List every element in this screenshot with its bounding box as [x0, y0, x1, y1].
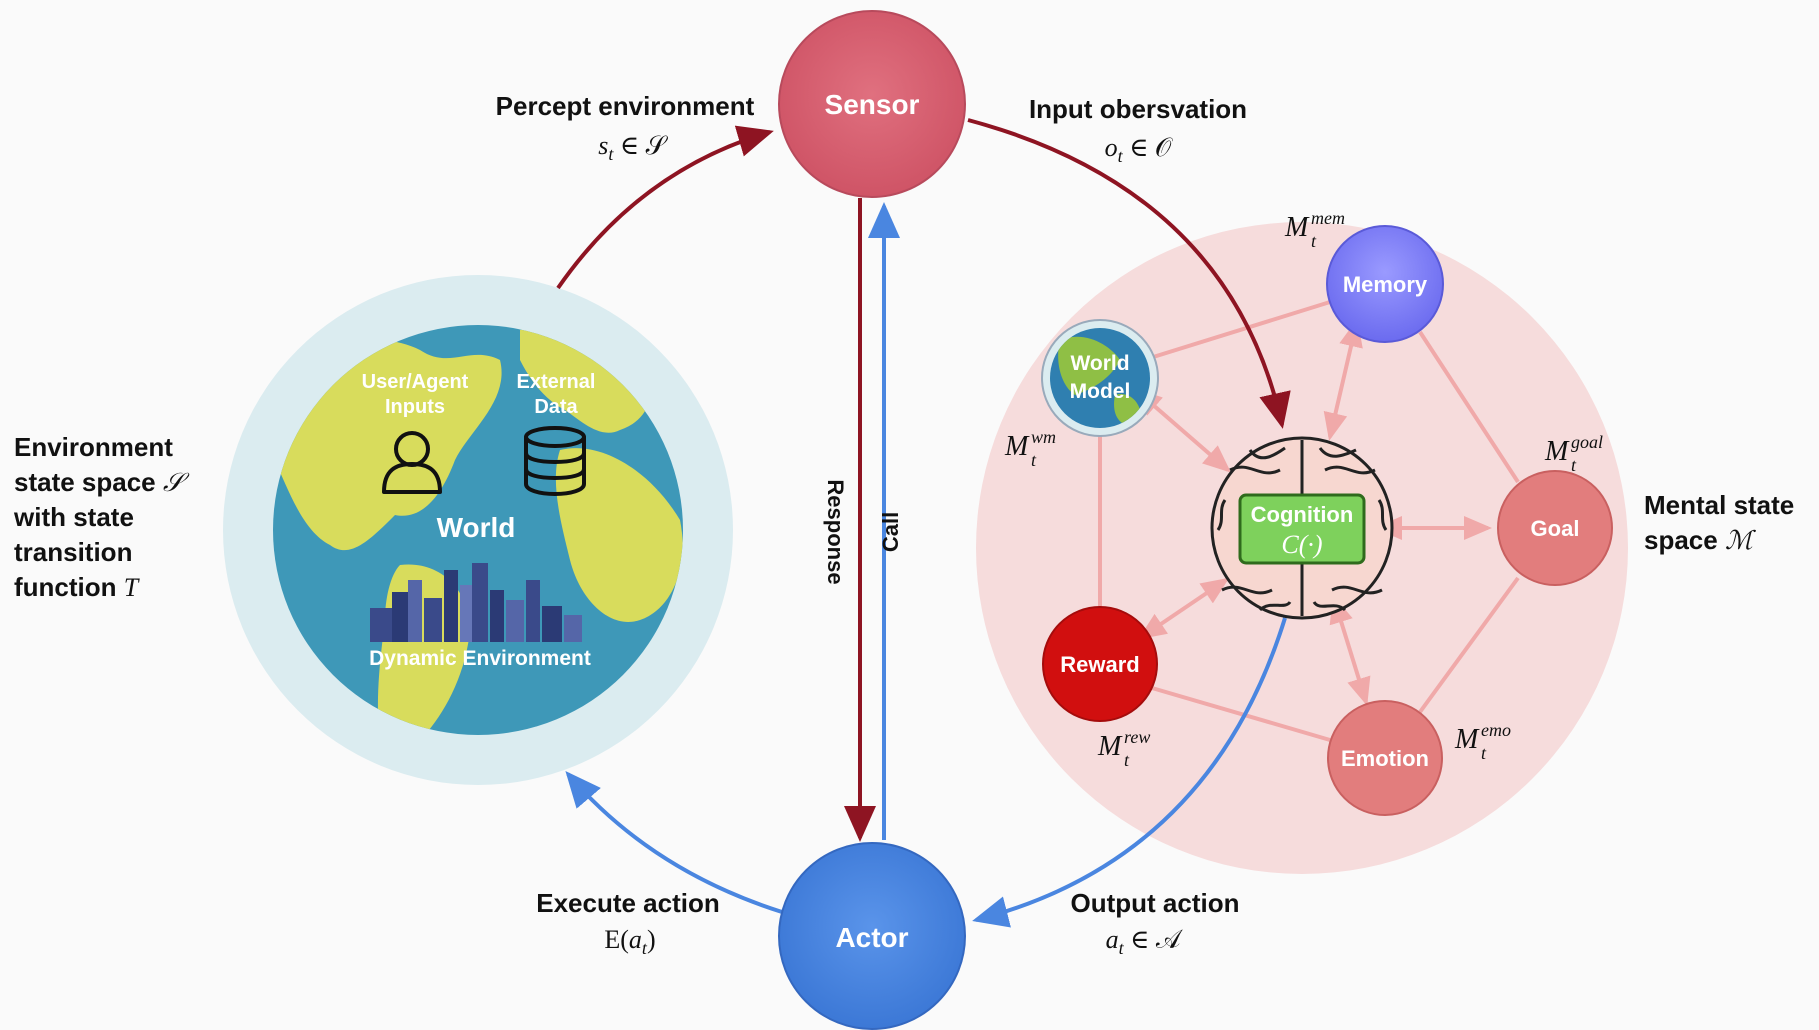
cognition-node: Cognition C(·)	[1210, 436, 1394, 620]
connector-wm-cognition	[1133, 388, 1232, 473]
arrow-output-action	[972, 617, 1287, 928]
flow-arrows	[556, 118, 1291, 928]
mental-connectors	[1098, 300, 1520, 742]
person-icon	[382, 431, 442, 494]
goal-node: Goal	[1497, 470, 1613, 586]
response-label: Response	[823, 479, 848, 584]
env-line-2: state space 𝒮	[14, 467, 190, 497]
world-dynamic-label: Dynamic Environment	[369, 647, 591, 670]
output-math: at ∈ 𝒜	[1106, 925, 1183, 958]
env-line-5: function T	[14, 572, 140, 602]
sensor-label: Sensor	[825, 89, 920, 120]
svg-text:t: t	[1481, 743, 1487, 763]
emotion-node: Emotion	[1327, 700, 1443, 816]
world-model-node: World Model	[1041, 319, 1159, 437]
arrow-execute-action	[565, 770, 783, 914]
connector-reward-cognition	[1138, 577, 1230, 640]
symbol-mem: M mem t	[1284, 208, 1345, 251]
svg-text:t: t	[1571, 455, 1577, 475]
symbol-rew: M rew t	[1097, 727, 1150, 770]
world-data-label-2: Data	[534, 396, 578, 418]
env-line-3: with state	[13, 502, 134, 532]
call-label: Call	[878, 512, 903, 552]
output-title: Output action	[1071, 888, 1240, 918]
world-data-label-1: External	[517, 371, 596, 393]
reward-label: Reward	[1060, 652, 1139, 677]
memory-node: Memory	[1326, 225, 1444, 343]
environment-description: Environment state space 𝒮 with state tra…	[13, 432, 190, 602]
database-icon	[524, 426, 586, 497]
svg-text:t: t	[1311, 231, 1317, 251]
cognition-label: Cognition	[1251, 502, 1354, 527]
symbol-wm: M wm t	[1004, 427, 1056, 470]
svg-text:wm: wm	[1031, 427, 1056, 447]
actor-label: Actor	[835, 922, 908, 953]
cognition-box	[1238, 493, 1366, 565]
svg-text:M: M	[1454, 724, 1480, 755]
connector-wm-memory	[1149, 300, 1331, 360]
mental-description: Mental state space ℳ	[1644, 490, 1794, 555]
svg-text:emo: emo	[1481, 720, 1511, 740]
connector-goal-emotion	[1418, 576, 1520, 714]
svg-text:mem: mem	[1311, 208, 1345, 228]
actor-node: Actor	[778, 842, 966, 1030]
world-title: World	[437, 512, 516, 543]
connector-reward-emotion	[1151, 686, 1331, 742]
world-model-label-2: Model	[1070, 380, 1131, 403]
symbol-goal: M goal t	[1544, 432, 1603, 475]
world-inputs-label-2: Inputs	[385, 396, 445, 418]
svg-text:M: M	[1097, 731, 1123, 762]
connector-cognition-emotion	[1329, 595, 1371, 706]
connector-memory-goal	[1418, 330, 1520, 484]
svg-text:M: M	[1284, 212, 1310, 243]
sensor-node: Sensor	[778, 10, 966, 198]
connector-memory-cognition	[1323, 318, 1363, 441]
city-skyline-icon	[370, 563, 582, 642]
symbol-emo: M emo t	[1454, 720, 1511, 763]
svg-text:goal: goal	[1571, 432, 1603, 452]
world-globe: User/Agent Inputs External Data World Dy…	[223, 275, 733, 785]
env-line-1: Environment	[14, 432, 173, 462]
memory-label: Memory	[1343, 272, 1428, 297]
world-inputs-label-1: User/Agent	[362, 371, 469, 393]
arrow-input-observation	[967, 118, 1291, 429]
mental-line-2: space ℳ	[1644, 525, 1756, 555]
percept-math: st ∈ 𝒮	[598, 131, 668, 164]
input-title: Input obersvation	[1029, 94, 1247, 124]
svg-text:M: M	[1004, 431, 1030, 462]
goal-label: Goal	[1531, 516, 1580, 541]
svg-text:t: t	[1031, 450, 1037, 470]
cognition-function: C(·)	[1281, 530, 1322, 559]
execute-title: Execute action	[536, 888, 720, 918]
percept-title: Percept environment	[496, 91, 755, 121]
svg-text:M: M	[1544, 436, 1570, 467]
mental-line-1: Mental state	[1644, 490, 1794, 520]
reward-node: Reward	[1042, 606, 1158, 722]
env-line-4: transition	[14, 537, 132, 567]
svg-text:t: t	[1124, 750, 1130, 770]
svg-text:rew: rew	[1124, 727, 1150, 747]
emotion-label: Emotion	[1341, 746, 1429, 771]
execute-math: E(at)	[604, 925, 655, 958]
world-model-label-1: World	[1070, 352, 1129, 375]
arrow-percept-environment	[556, 125, 774, 290]
input-math: ot ∈ 𝒪	[1105, 133, 1173, 166]
